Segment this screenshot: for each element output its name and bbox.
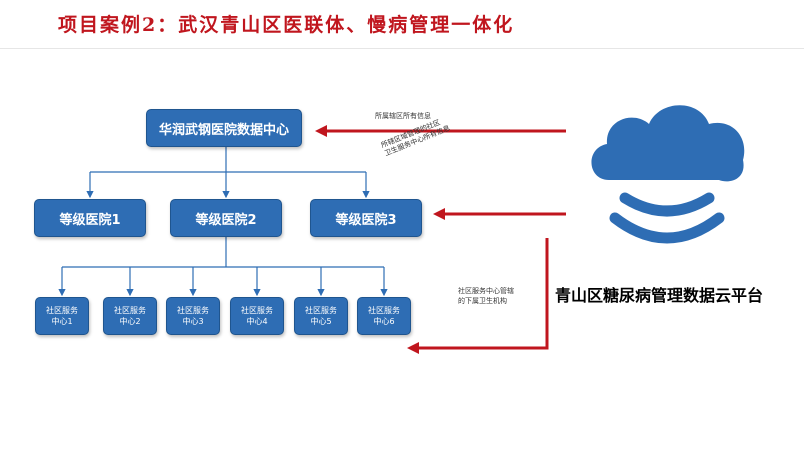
title-divider: [0, 48, 804, 49]
connector-hospital-to-communities: [58, 237, 388, 297]
arrow-to-communities: [407, 238, 549, 354]
note-subordinate-line2: 的下属卫生机构: [458, 297, 507, 305]
community-box-line2: 中心2: [119, 317, 141, 326]
community-box-line1: 社区服务: [305, 306, 337, 315]
slide-title: 项目案例2：武汉青山区医联体、慢病管理一体化: [58, 14, 515, 36]
note-subordinate-line1: 社区服务中心管辖: [458, 287, 514, 295]
community-box-line2: 中心6: [373, 317, 395, 326]
note-subordinate-info: 社区服务中心管辖 的下属卫生机构: [458, 286, 514, 306]
community-box-line1: 社区服务: [114, 306, 146, 315]
community-box-line1: 社区服务: [46, 306, 78, 315]
hospital-box-3: 等级医院3: [310, 199, 422, 237]
community-box-line1: 社区服务: [177, 306, 209, 315]
community-box-1: 社区服务中心1: [35, 297, 89, 335]
data-center-box: 华润武钢医院数据中心: [146, 109, 302, 147]
community-box-line1: 社区服务: [368, 306, 400, 315]
community-box-line2: 中心1: [51, 317, 73, 326]
platform-label: 青山区糖尿病管理数据云平台: [555, 286, 764, 305]
community-box-line2: 中心5: [310, 317, 332, 326]
hospital-box-1: 等级医院1: [34, 199, 146, 237]
cloud-signal-icon: [583, 98, 751, 254]
community-box-4: 社区服务中心4: [230, 297, 284, 335]
connector-center-to-hospitals: [86, 147, 370, 199]
community-box-6: 社区服务中心6: [357, 297, 411, 335]
community-box-2: 社区服务中心2: [103, 297, 157, 335]
community-box-line2: 中心3: [182, 317, 204, 326]
community-box-line1: 社区服务: [241, 306, 273, 315]
hospital-box-2: 等级医院2: [170, 199, 282, 237]
community-box-3: 社区服务中心3: [166, 297, 220, 335]
community-box-5: 社区服务中心5: [294, 297, 348, 335]
community-box-line2: 中心4: [246, 317, 268, 326]
note-all-info: 所属辖区所有信息: [375, 112, 431, 120]
